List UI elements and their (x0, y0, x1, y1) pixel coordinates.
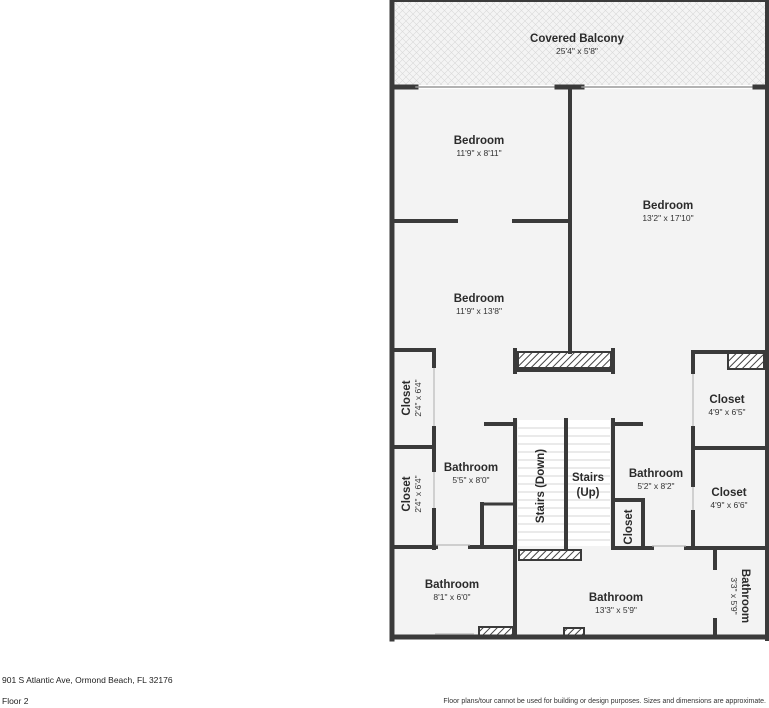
svg-text:Closet: Closet (401, 476, 413, 511)
svg-text:Covered Balcony: Covered Balcony (530, 33, 625, 45)
bathroom-center-label: Bathroom 5'2" x 8'2" (629, 468, 683, 491)
svg-text:Bedroom: Bedroom (643, 200, 693, 212)
svg-text:Closet: Closet (401, 380, 413, 415)
floor-label: Floor 2 (2, 696, 29, 706)
svg-text:5'2" x 8'2": 5'2" x 8'2" (637, 481, 674, 491)
bathroom-left-label: Bathroom 5'5" x 8'0" (444, 462, 498, 485)
svg-text:Bathroom: Bathroom (589, 592, 643, 604)
svg-text:11'9" x 13'8": 11'9" x 13'8" (456, 306, 502, 316)
stairs-up-label: Stairs (Up) (572, 472, 604, 499)
svg-text:2'4" x 6'4": 2'4" x 6'4" (413, 379, 423, 416)
svg-text:Stairs: Stairs (572, 472, 604, 484)
svg-text:25'4" x 5'8": 25'4" x 5'8" (556, 46, 598, 56)
closet-left-lower-label: Closet 2'4" x 6'4" (401, 475, 423, 512)
svg-text:11'9" x 8'11": 11'9" x 8'11" (456, 148, 501, 158)
svg-text:Bathroom: Bathroom (629, 468, 683, 480)
bedroom-mid-left-label: Bedroom 11'9" x 13'8" (454, 293, 504, 316)
svg-text:(Up): (Up) (577, 487, 600, 499)
bedroom-right-label: Bedroom 13'2" x 17'10" (642, 200, 693, 223)
svg-text:4'9" x 6'6": 4'9" x 6'6" (710, 500, 747, 510)
svg-text:13'3" x 5'9": 13'3" x 5'9" (595, 605, 637, 615)
svg-text:Closet: Closet (711, 487, 746, 499)
closet-right-upper-label: Closet 4'9" x 6'5" (708, 394, 745, 417)
balcony-floor (395, 2, 765, 85)
svg-text:Bedroom: Bedroom (454, 293, 504, 305)
svg-text:4'9" x 6'5": 4'9" x 6'5" (708, 407, 745, 417)
walls (389, 0, 769, 642)
closet-right-lower-label: Closet 4'9" x 6'6" (710, 487, 747, 510)
bedroom-top-left-label: Bedroom 11'9" x 8'11" (454, 135, 504, 158)
svg-text:Closet: Closet (709, 394, 744, 406)
svg-text:Bathroom: Bathroom (739, 569, 751, 623)
svg-text:5'5" x 8'0": 5'5" x 8'0" (452, 475, 489, 485)
room-floors (395, 2, 765, 636)
door-openings (433, 368, 694, 635)
closet-left-upper-label: Closet 2'4" x 6'4" (401, 379, 423, 416)
svg-text:3'3" x 5'9": 3'3" x 5'9" (729, 577, 739, 614)
address-text: 901 S Atlantic Ave, Ormond Beach, FL 321… (2, 675, 173, 685)
svg-text:13'2" x 17'10": 13'2" x 17'10" (642, 213, 693, 223)
disclaimer-text: Floor plans/tour cannot be used for buil… (443, 698, 766, 705)
bathroom-bottom-right-label: Bathroom 3'3" x 5'9" (729, 569, 751, 623)
svg-text:Bathroom: Bathroom (444, 462, 498, 474)
svg-text:Bedroom: Bedroom (454, 135, 504, 147)
svg-text:2'4" x 6'4": 2'4" x 6'4" (413, 475, 423, 512)
covered-balcony-label: Covered Balcony 25'4" x 5'8" (530, 33, 625, 56)
svg-text:Bathroom: Bathroom (425, 579, 479, 591)
bathroom-bottom-mid-label: Bathroom 13'3" x 5'9" (589, 592, 643, 615)
svg-text:Closet: Closet (623, 509, 635, 544)
svg-text:8'1" x 6'0": 8'1" x 6'0" (433, 592, 470, 602)
room-labels: Covered Balcony 25'4" x 5'8" Bedroom 11'… (401, 33, 751, 623)
stairs-down-label: Stairs (Down) (535, 449, 547, 523)
bathroom-bottom-left-label: Bathroom 8'1" x 6'0" (425, 579, 479, 602)
svg-text:Stairs (Down): Stairs (Down) (535, 449, 547, 523)
closet-small-label: Closet (623, 509, 635, 544)
